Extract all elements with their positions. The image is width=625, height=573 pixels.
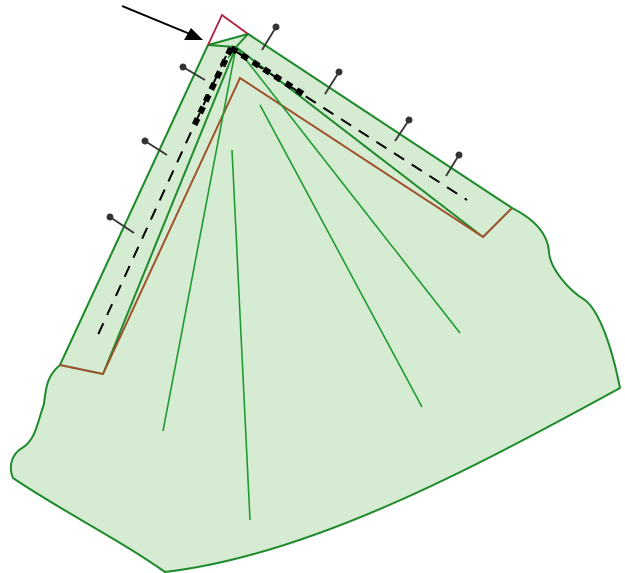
pins [106, 23, 463, 234]
fold-line [231, 149, 251, 521]
pointer-arrow [121, 5, 203, 40]
fold-line [259, 104, 423, 408]
basting-lines [96, 45, 468, 338]
pin-icon [179, 63, 206, 81]
arrow-head-icon [184, 28, 203, 40]
pin-icon [106, 213, 135, 234]
corner-flap [207, 13, 249, 46]
pin-icon [141, 137, 168, 156]
pin-icon [394, 116, 413, 142]
pin-icon [261, 23, 280, 51]
fold-lines [162, 46, 461, 521]
pin-icon [445, 151, 463, 177]
basting-line-left-thick [191, 46, 234, 128]
basting-line-left-thin [96, 55, 227, 338]
pin-icon [324, 68, 343, 95]
basting-line-right-thin [234, 50, 468, 201]
fold-line [235, 46, 461, 334]
basting-line-right-thick [229, 45, 308, 99]
fold-line [162, 46, 237, 432]
stitch-line [59, 76, 513, 376]
